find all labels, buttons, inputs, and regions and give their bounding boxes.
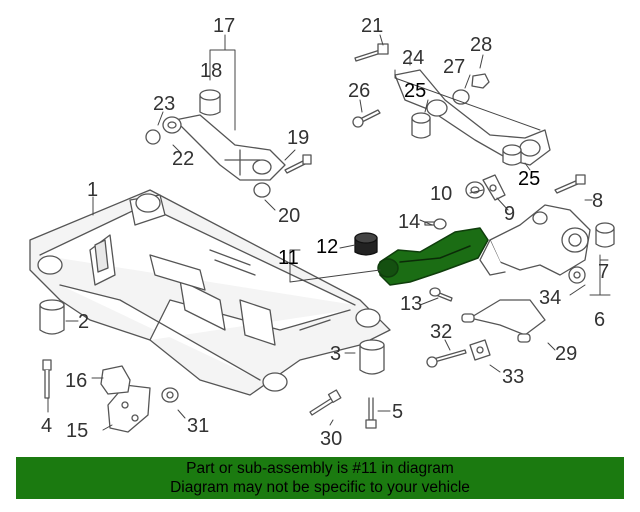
bracket-9[interactable]: [482, 174, 506, 201]
callout-3: 3: [330, 343, 341, 365]
rear-subframe[interactable]: [29, 189, 391, 396]
washer-22[interactable]: [162, 116, 182, 134]
callout-13: 13: [400, 293, 422, 315]
callout-labels: 1 2 3 4 5 6 7 8 9 10 11 12 13 14 15 16 1…: [41, 15, 609, 450]
bolt-21[interactable]: [354, 43, 389, 62]
callout-2: 2: [78, 311, 89, 333]
trailing-arm-11-highlighted[interactable]: [377, 227, 489, 286]
nut-20[interactable]: [253, 182, 271, 198]
callout-25-upper: 25: [404, 80, 426, 102]
callout-27: 27: [443, 56, 465, 78]
callout-6: 6: [594, 309, 605, 331]
washer-33[interactable]: [469, 339, 491, 361]
callout-11: 11: [278, 247, 299, 269]
callout-14: 14: [398, 211, 420, 233]
bushing-12[interactable]: [354, 232, 378, 256]
callout-29: 29: [555, 343, 577, 365]
callout-5: 5: [392, 401, 403, 423]
callout-28: 28: [470, 34, 492, 56]
callout-19: 19: [287, 127, 309, 149]
callout-4: 4: [41, 415, 52, 437]
callout-16: 16: [65, 370, 87, 392]
callout-15: 15: [66, 420, 88, 442]
bolt-26[interactable]: [352, 109, 381, 128]
bushing-34[interactable]: [568, 266, 586, 284]
callout-23: 23: [153, 93, 175, 115]
callout-26: 26: [348, 80, 370, 102]
subframe-bolt-5[interactable]: [365, 397, 377, 429]
nut-31[interactable]: [161, 387, 179, 403]
bushing-25-upper[interactable]: [411, 112, 431, 139]
lower-link-29[interactable]: [461, 299, 546, 343]
banner-line-1: Part or sub-assembly is #11 in diagram: [186, 460, 454, 477]
upper-arm-24[interactable]: [394, 69, 551, 166]
rear-suspension-exploded-diagram: 1 2 3 4 5 6 7 8 9 10 11 12 13 14 15 16 1…: [29, 15, 615, 450]
callout-32: 32: [430, 321, 452, 343]
callout-12: 12: [316, 236, 338, 258]
bracket-15[interactable]: [107, 384, 151, 433]
bolt-19[interactable]: [284, 154, 312, 174]
callout-8: 8: [592, 190, 603, 212]
part-info-banner: Part or sub-assembly is #11 in diagram D…: [16, 457, 624, 499]
callout-17: 17: [213, 15, 235, 37]
callout-24: 24: [402, 47, 424, 69]
nut-23[interactable]: [145, 129, 161, 145]
bolt-32[interactable]: [426, 349, 467, 368]
wheel-knuckle[interactable]: [479, 204, 591, 276]
callout-21: 21: [361, 15, 383, 37]
callout-9: 9: [504, 203, 515, 225]
callout-22: 22: [172, 148, 194, 170]
callout-33: 33: [502, 366, 524, 388]
mount-16[interactable]: [100, 365, 131, 395]
bolt-8[interactable]: [554, 174, 586, 194]
subframe-bolt-4[interactable]: [42, 359, 52, 399]
bolt-14[interactable]: [424, 218, 447, 230]
leader-lines: [47, 34, 611, 431]
banner-line-2: Diagram may not be specific to your vehi…: [170, 479, 470, 496]
callout-34: 34: [539, 287, 561, 309]
callout-20: 20: [278, 205, 300, 227]
callout-7: 7: [598, 261, 609, 283]
bushing-10[interactable]: [465, 181, 485, 199]
bolt-30[interactable]: [309, 389, 342, 416]
callout-31: 31: [187, 415, 209, 437]
callout-30: 30: [320, 428, 342, 450]
callout-18: 18: [200, 60, 222, 82]
upper-control-arm-17[interactable]: [174, 114, 286, 181]
nut-28[interactable]: [471, 73, 490, 89]
bolt-13[interactable]: [429, 287, 453, 302]
subframe-bushing-rear[interactable]: [359, 339, 385, 375]
callout-25-lower: 25: [518, 168, 540, 190]
bushing-18[interactable]: [199, 89, 221, 116]
callout-10: 10: [430, 183, 452, 205]
bushing-25-lower[interactable]: [502, 144, 522, 166]
bushing-7[interactable]: [595, 222, 615, 248]
subframe-bushing-front[interactable]: [39, 299, 65, 335]
callout-1: 1: [87, 179, 98, 201]
